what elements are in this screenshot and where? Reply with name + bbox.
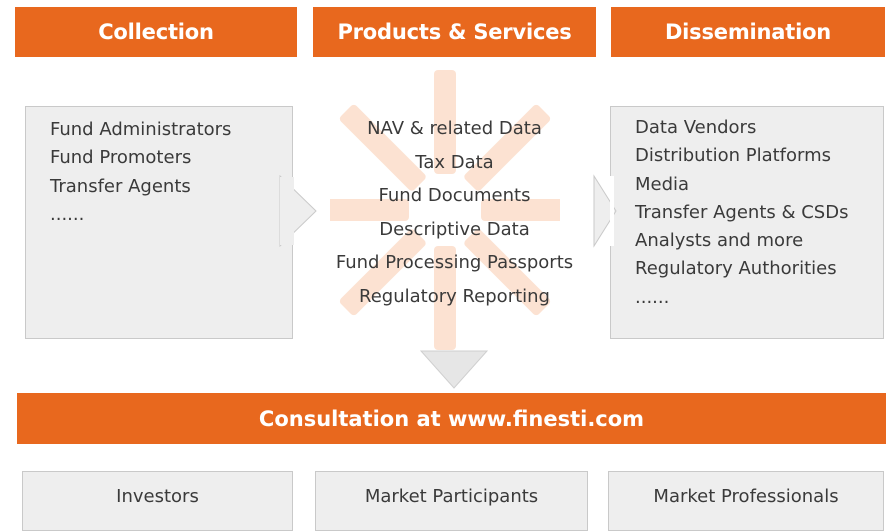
list-item: ...... xyxy=(635,286,670,308)
consultation-banner: Consultation at www.finesti.com xyxy=(17,393,886,444)
products-list: NAV & related Data Tax Data Fund Documen… xyxy=(313,112,596,314)
audience-label: Market Participants xyxy=(364,486,539,507)
collection-list: Fund Administrators Fund Promoters Trans… xyxy=(50,116,231,229)
audience-investors: Investors xyxy=(22,471,293,531)
list-item: Fund Processing Passports xyxy=(335,252,574,274)
list-item: Data Vendors xyxy=(635,117,757,138)
list-item: Regulatory Reporting xyxy=(359,285,550,307)
audience-label: Market Professionals xyxy=(653,486,839,507)
dissemination-box xyxy=(610,106,884,339)
list-item: ...... xyxy=(50,203,85,225)
list-item: Tax Data xyxy=(415,151,494,173)
list-item: Regulatory Authorities xyxy=(635,258,837,280)
list-item: Analysts and more xyxy=(635,230,804,252)
dissemination-header: Dissemination xyxy=(611,7,885,57)
sunburst-logo-watermark xyxy=(330,70,560,350)
list-item: Transfer Agents & CSDs xyxy=(635,201,849,223)
chevron-right-arrow-icon xyxy=(279,174,317,248)
list-item: Distribution Platforms xyxy=(635,145,832,167)
list-item: Fund Administrators xyxy=(50,119,232,140)
list-item: Media xyxy=(635,173,690,195)
list-item: Descriptive Data xyxy=(379,218,530,240)
audience-market-participants: Market Participants xyxy=(315,471,588,531)
list-item: Fund Documents xyxy=(378,185,531,207)
chevron-right-arrow-icon xyxy=(593,174,617,248)
dissemination-list: Data Vendors Distribution Platforms Medi… xyxy=(635,114,848,312)
audience-market-professionals: Market Professionals xyxy=(608,471,884,531)
products-services-header: Products & Services xyxy=(313,7,596,57)
list-item: Fund Promoters xyxy=(50,147,192,169)
audience-label: Investors xyxy=(116,486,199,507)
collection-header: Collection xyxy=(15,7,297,57)
triangle-down-arrow-icon xyxy=(419,350,489,389)
collection-box xyxy=(25,106,293,339)
list-item: NAV & related Data xyxy=(367,118,542,139)
list-item: Transfer Agents xyxy=(50,175,191,197)
